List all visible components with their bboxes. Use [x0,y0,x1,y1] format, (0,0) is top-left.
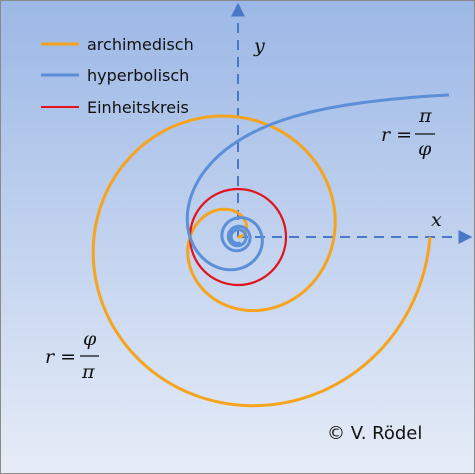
formula-hyperbolic-lhs: r = [381,124,412,146]
legend-label-hyperbolic: hyperbolisch [87,66,189,85]
hyperbolic-spiral [185,93,450,272]
x-axis-label: x [431,209,442,231]
formula-hyperbolic-numerator: π [418,105,432,127]
formula-archimedean-lhs: r = [45,346,76,368]
formula-archimedean-numerator: φ [83,328,97,350]
formula-hyperbolic: r = π φ [381,105,435,160]
y-axis-label: y [253,35,265,57]
formula-hyperbolic-denominator: φ [418,138,432,160]
legend-label-unit-circle: Einheitskreis [87,98,189,117]
copyright-credit: © V. Rödel [327,423,422,444]
formula-archimedean: r = φ π [45,328,99,383]
archimedean-spiral [91,114,432,408]
legend-label-archimedean: archimedisch [87,35,194,54]
formula-archimedean-denominator: π [81,361,95,383]
legend: archimedisch hyperbolisch Einheitskreis [41,35,194,117]
